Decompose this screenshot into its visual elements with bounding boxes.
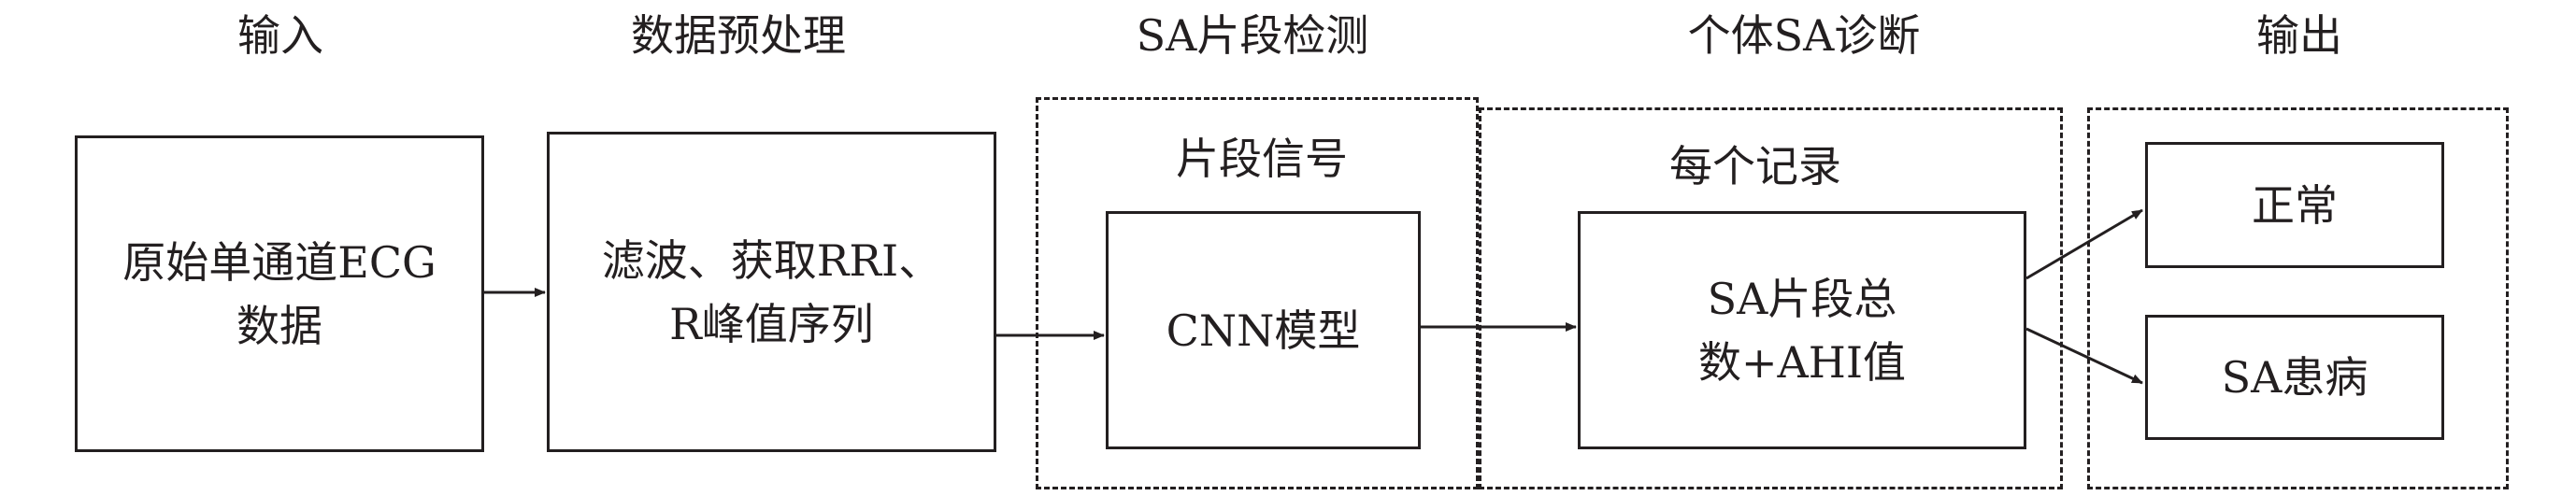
sa-disease-result-text: SA患病 xyxy=(2221,352,2368,403)
preprocessing-text: 滤波、获取RRI、 R峰值序列 xyxy=(601,234,942,349)
per-record-label: 每个记录 xyxy=(1669,141,1841,191)
output-group xyxy=(2087,107,2509,489)
stage-individual-diagnosis: 个体SA诊断 xyxy=(1687,10,1921,61)
stage-segment-detection: SA片段检测 xyxy=(1136,10,1369,61)
segment-detection-group xyxy=(1036,97,1479,489)
preprocessing-box: 滤波、获取RRI、 R峰值序列 xyxy=(547,132,996,452)
segment-signal-label: 片段信号 xyxy=(1176,134,1348,184)
raw-ecg-data-text: 原始单通道ECG 数据 xyxy=(122,236,436,351)
stage-input: 输入 xyxy=(237,10,323,61)
diagnosis-group xyxy=(1479,107,2063,489)
normal-result-text: 正常 xyxy=(2252,179,2338,231)
cnn-model-text: CNN模型 xyxy=(1166,305,1361,356)
normal-result-box: 正常 xyxy=(2145,142,2444,268)
cnn-model-box: CNN模型 xyxy=(1106,211,1421,449)
raw-ecg-data-box: 原始单通道ECG 数据 xyxy=(75,135,484,452)
stage-output: 输出 xyxy=(2256,10,2342,61)
sa-summary-text: SA片段总 数+AHI值 xyxy=(1697,273,1907,388)
stage-preprocessing: 数据预处理 xyxy=(631,10,846,61)
sa-summary-box: SA片段总 数+AHI值 xyxy=(1578,211,2026,449)
sa-disease-result-box: SA患病 xyxy=(2145,315,2444,440)
